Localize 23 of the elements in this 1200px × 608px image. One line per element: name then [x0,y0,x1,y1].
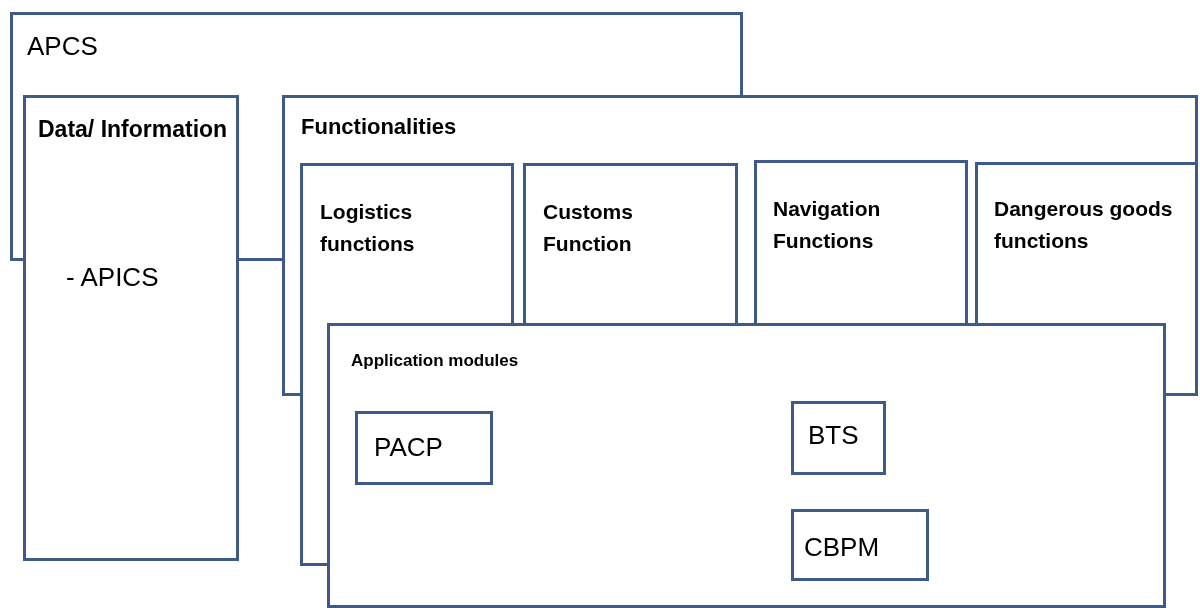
box-title: APCS [27,30,98,63]
box-title: Navigation Functions [773,196,882,254]
module-label: PACP [374,431,443,464]
box-title: Application modules [351,350,519,372]
box-title: Data/ Information [38,115,228,144]
module-label: BTS [808,419,859,452]
container-box [523,163,738,323]
container-box [975,162,1198,323]
box-title: Dangerous goods functions [994,196,1174,254]
module-box [355,411,493,485]
module-box [791,509,929,581]
container-box [23,95,239,561]
box-text: - APICS [66,261,159,294]
container-box [327,323,1166,608]
box-title: Customs Function [543,199,634,257]
module-box [791,401,886,475]
container-box [10,12,743,95]
container-box [754,160,968,323]
box-title: Functionalities [301,113,457,141]
box-title: Logistics functions [320,199,416,257]
container-box [282,95,1198,160]
module-label: CBPM [804,531,880,564]
container-box [300,163,514,323]
